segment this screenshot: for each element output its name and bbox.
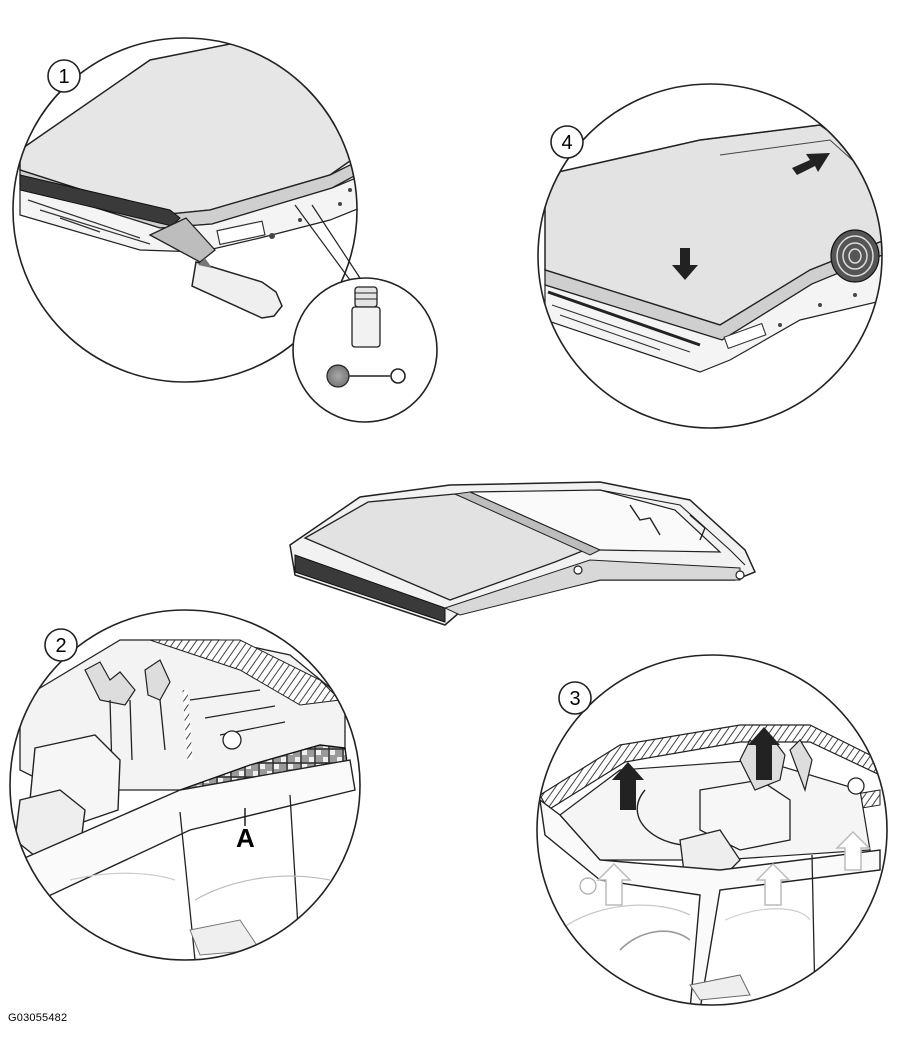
mesh-to-ring-icon xyxy=(326,364,406,388)
step-2-number: 2 xyxy=(55,635,66,657)
step-4-panel xyxy=(537,83,883,429)
step-3-number: 3 xyxy=(569,688,580,710)
step-4-badge: 4 xyxy=(550,125,584,159)
step-4-number: 4 xyxy=(561,132,572,154)
roof-assembly-overview xyxy=(289,481,757,626)
step-1-number: 1 xyxy=(58,66,69,88)
step-1-badge: 1 xyxy=(47,59,81,93)
slide-arrow-icon xyxy=(792,153,830,175)
step-3-badge: 3 xyxy=(558,681,592,715)
step-2-panel xyxy=(9,609,361,961)
figure-id: G03055482 xyxy=(8,1012,68,1024)
step-1-panel xyxy=(12,37,361,383)
tape-roll-icon xyxy=(830,229,880,283)
faded-lift-arrow-icon xyxy=(596,830,871,906)
step-3-panel xyxy=(536,654,888,1006)
callout-a-label: A xyxy=(236,823,255,853)
push-down-arrow-icon xyxy=(672,248,698,280)
adhesive-detail-callout xyxy=(292,277,438,423)
adhesive-bottle-icon xyxy=(351,286,381,348)
step-2-badge: 2 xyxy=(44,628,78,662)
lift-up-arrow-icon xyxy=(612,727,780,810)
